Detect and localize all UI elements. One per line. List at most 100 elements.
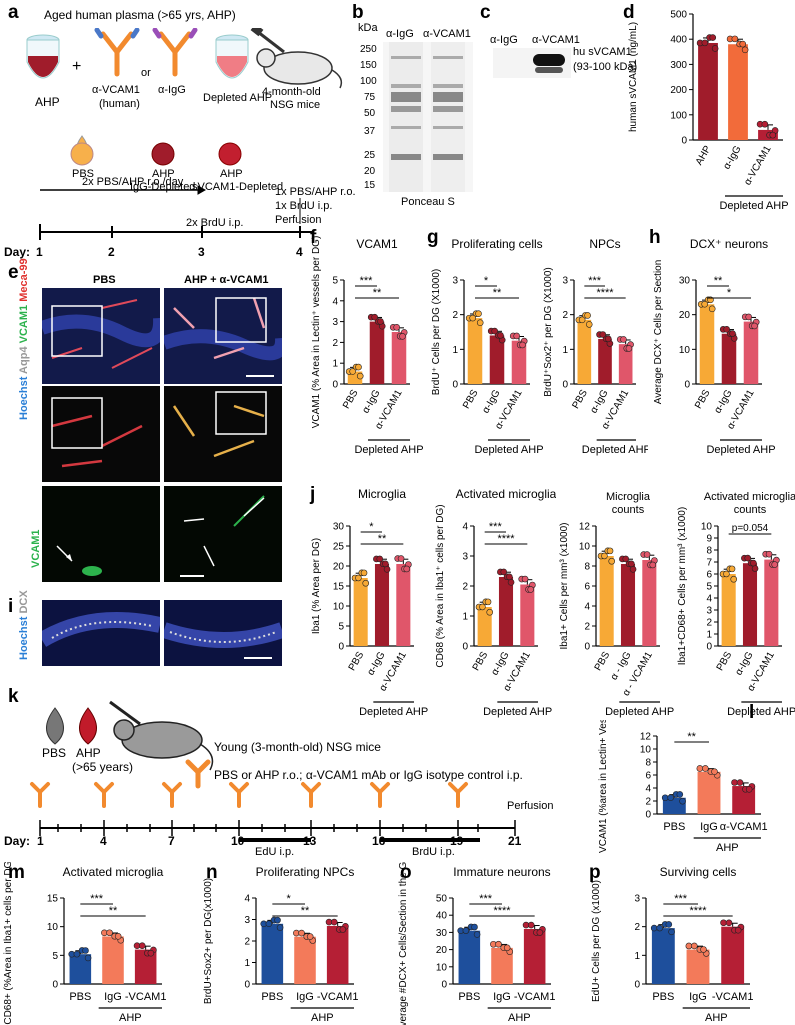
- svcam1-band-lower: [535, 67, 563, 73]
- x-tick-label: α-VCAM1: [720, 821, 768, 833]
- panel-e-stains: Hoechst Aqp4 VCAM1 Meca-99: [18, 258, 30, 420]
- panel-k-ahp: AHP: [76, 746, 101, 760]
- data-point: [643, 551, 651, 558]
- y-tick-label: 12: [640, 732, 652, 743]
- y-tick-label: 4: [584, 602, 590, 613]
- y-tick-label: 2: [244, 937, 250, 948]
- data-point: [750, 559, 757, 567]
- group-label: Depleted AHP: [727, 706, 795, 718]
- panel-k-day-19: 19: [450, 834, 464, 848]
- y-tick-label: 0: [52, 980, 58, 991]
- panel-k-mice: Young (3-month-old) NSG mice: [214, 740, 381, 754]
- panel-e-col-pbs: PBS: [93, 274, 116, 286]
- chart-title: Proliferating cells: [451, 237, 542, 251]
- x-tick-label: α-IgG: [480, 388, 502, 416]
- y-tick-label: 2: [332, 338, 338, 349]
- data-point: [711, 768, 718, 775]
- panel-k-day-16: 16: [372, 834, 386, 848]
- data-point: [700, 946, 707, 953]
- data-point: [497, 332, 504, 339]
- data-point: [138, 942, 146, 950]
- data-point: [745, 313, 752, 321]
- y-tick-label: 30: [436, 928, 448, 939]
- y-axis-label: Average #DCX+ Cells/Section in the GCL: [398, 862, 409, 1025]
- data-point: [691, 942, 698, 950]
- bar-2: [618, 344, 633, 384]
- bar-0: [577, 319, 592, 384]
- panel-k-edu: EdU i.p.: [255, 846, 295, 858]
- panel-letter-c: c: [480, 2, 491, 23]
- x-tick-label: α-VCAM1: [742, 144, 774, 188]
- y-tick-label: 10: [679, 345, 691, 356]
- data-point: [769, 131, 777, 139]
- data-point: [665, 921, 673, 928]
- y-tick-label: 8: [706, 546, 712, 557]
- panel-letter-d: d: [623, 2, 635, 23]
- x-tick-label: α-IgG: [721, 144, 743, 172]
- x-tick-label: α-IgG: [733, 650, 755, 678]
- sig-label: **: [687, 731, 696, 743]
- panel-i-dcx: DCX: [18, 590, 30, 614]
- data-point: [500, 568, 508, 576]
- marker-250: 250: [360, 44, 377, 55]
- bar-1: [721, 333, 737, 384]
- chart-title: Microglia: [606, 491, 651, 503]
- x-tick-label: IgG: [493, 991, 511, 1003]
- y-tick-label: 10: [701, 522, 713, 533]
- antibody-igg-label: α-IgG: [158, 84, 186, 96]
- y-tick-label: 0: [684, 380, 690, 391]
- sig-label: ****: [689, 905, 707, 917]
- y-tick-label: 10: [333, 602, 345, 613]
- data-point: [476, 319, 484, 326]
- y-tick-label: 40: [436, 911, 448, 922]
- x-tick-label: -VCAM1: [125, 991, 167, 1003]
- y-tick-label: 20: [333, 562, 345, 573]
- data-point: [527, 586, 535, 593]
- sig-label: *: [484, 275, 489, 287]
- y-tick-label: 1: [452, 345, 458, 356]
- y-tick-label: 5: [332, 276, 338, 287]
- data-point: [521, 575, 529, 583]
- y-tick-label: 10: [579, 542, 591, 553]
- group-label: AHP: [716, 842, 739, 854]
- group-label: Depleted AHP: [483, 706, 552, 718]
- bar-2: [520, 584, 535, 646]
- x-tick-label: AHP: [694, 144, 714, 168]
- data-point: [620, 336, 627, 343]
- y-tick-label: 20: [679, 310, 691, 321]
- panel-letter-h: h: [649, 227, 661, 248]
- data-point: [491, 327, 498, 335]
- panel-k-ahp-sub: (>65 years): [72, 760, 134, 774]
- timeline-label-2: 2x BrdU i.p.: [186, 217, 244, 229]
- data-point: [751, 565, 759, 572]
- y-tick-label: 1: [562, 345, 568, 356]
- y-tick-label: 0: [441, 980, 447, 991]
- data-point: [584, 312, 591, 319]
- data-point: [462, 927, 470, 934]
- data-point: [274, 916, 281, 924]
- y-tick-label: 0: [338, 642, 344, 653]
- marker-15: 15: [364, 180, 376, 191]
- bar-0: [721, 574, 736, 646]
- pbs-drop-icon: [46, 707, 64, 745]
- data-point: [486, 608, 494, 616]
- x-tick-label: -VCAM1: [317, 991, 359, 1003]
- data-point: [709, 34, 717, 41]
- group-label: Depleted AHP: [719, 200, 788, 212]
- sig-label: ***: [674, 893, 688, 905]
- y-tick-label: 1: [244, 958, 250, 969]
- data-point: [711, 45, 719, 52]
- bar-2: [391, 332, 407, 384]
- data-point: [475, 310, 482, 317]
- data-point: [667, 794, 674, 801]
- y-tick-label: 15: [47, 894, 59, 905]
- micro-ahp-row2: [164, 386, 282, 482]
- plus-sign: +: [72, 58, 82, 75]
- x-tick-label: PBS: [570, 388, 590, 411]
- y-tick-label: 4: [462, 522, 468, 533]
- y-axis-label: VCAM1 (%area in Lectin+ Vessels): [598, 720, 609, 853]
- data-point: [371, 313, 378, 321]
